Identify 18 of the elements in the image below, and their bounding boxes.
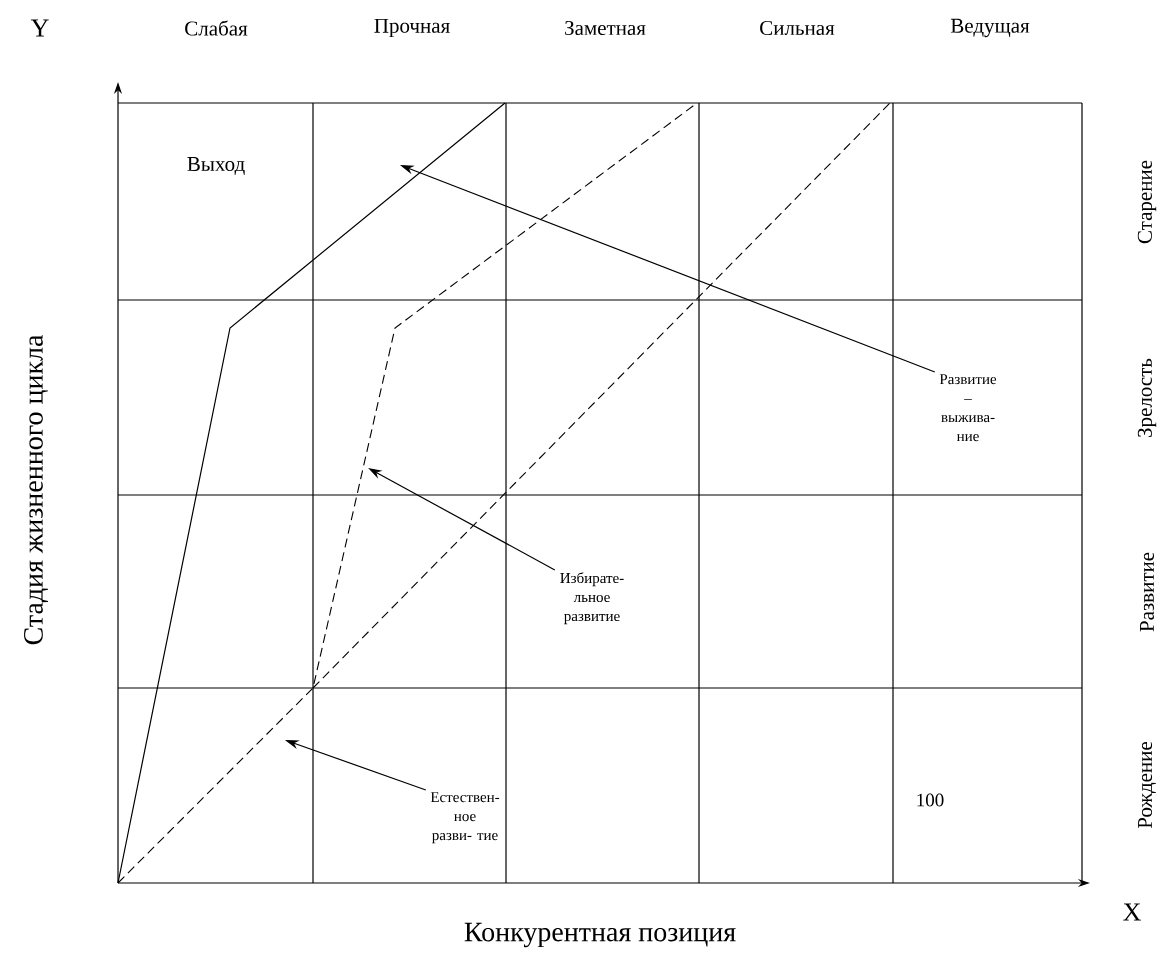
row-header: Старение bbox=[1137, 160, 1157, 244]
row-header: Зрелость bbox=[1137, 358, 1157, 437]
column-header: Прочная bbox=[374, 18, 450, 38]
axis-letter: Y bbox=[30, 19, 49, 37]
row-header: Развитие bbox=[1140, 552, 1154, 632]
column-header: Слабая bbox=[185, 20, 248, 36]
column-header: Сильная bbox=[760, 20, 835, 36]
cell-label: Выход bbox=[187, 157, 245, 175]
callout-text: Избирате- льное развитие bbox=[560, 572, 624, 625]
row-header: Рождение bbox=[1138, 742, 1156, 829]
callout-text: Развитие – выжива- ние bbox=[939, 374, 997, 442]
axis-title: Конкурентная позиция bbox=[464, 922, 736, 948]
axis-title: Стадия жизненного цикла bbox=[24, 334, 48, 645]
callout-text: Естествен- ное разви- тие bbox=[430, 792, 500, 844]
column-header: Ведущая bbox=[950, 18, 1030, 38]
cell-label: 100 bbox=[917, 793, 944, 807]
column-header: Заметная bbox=[565, 20, 646, 36]
axis-letter: X bbox=[1123, 903, 1141, 921]
